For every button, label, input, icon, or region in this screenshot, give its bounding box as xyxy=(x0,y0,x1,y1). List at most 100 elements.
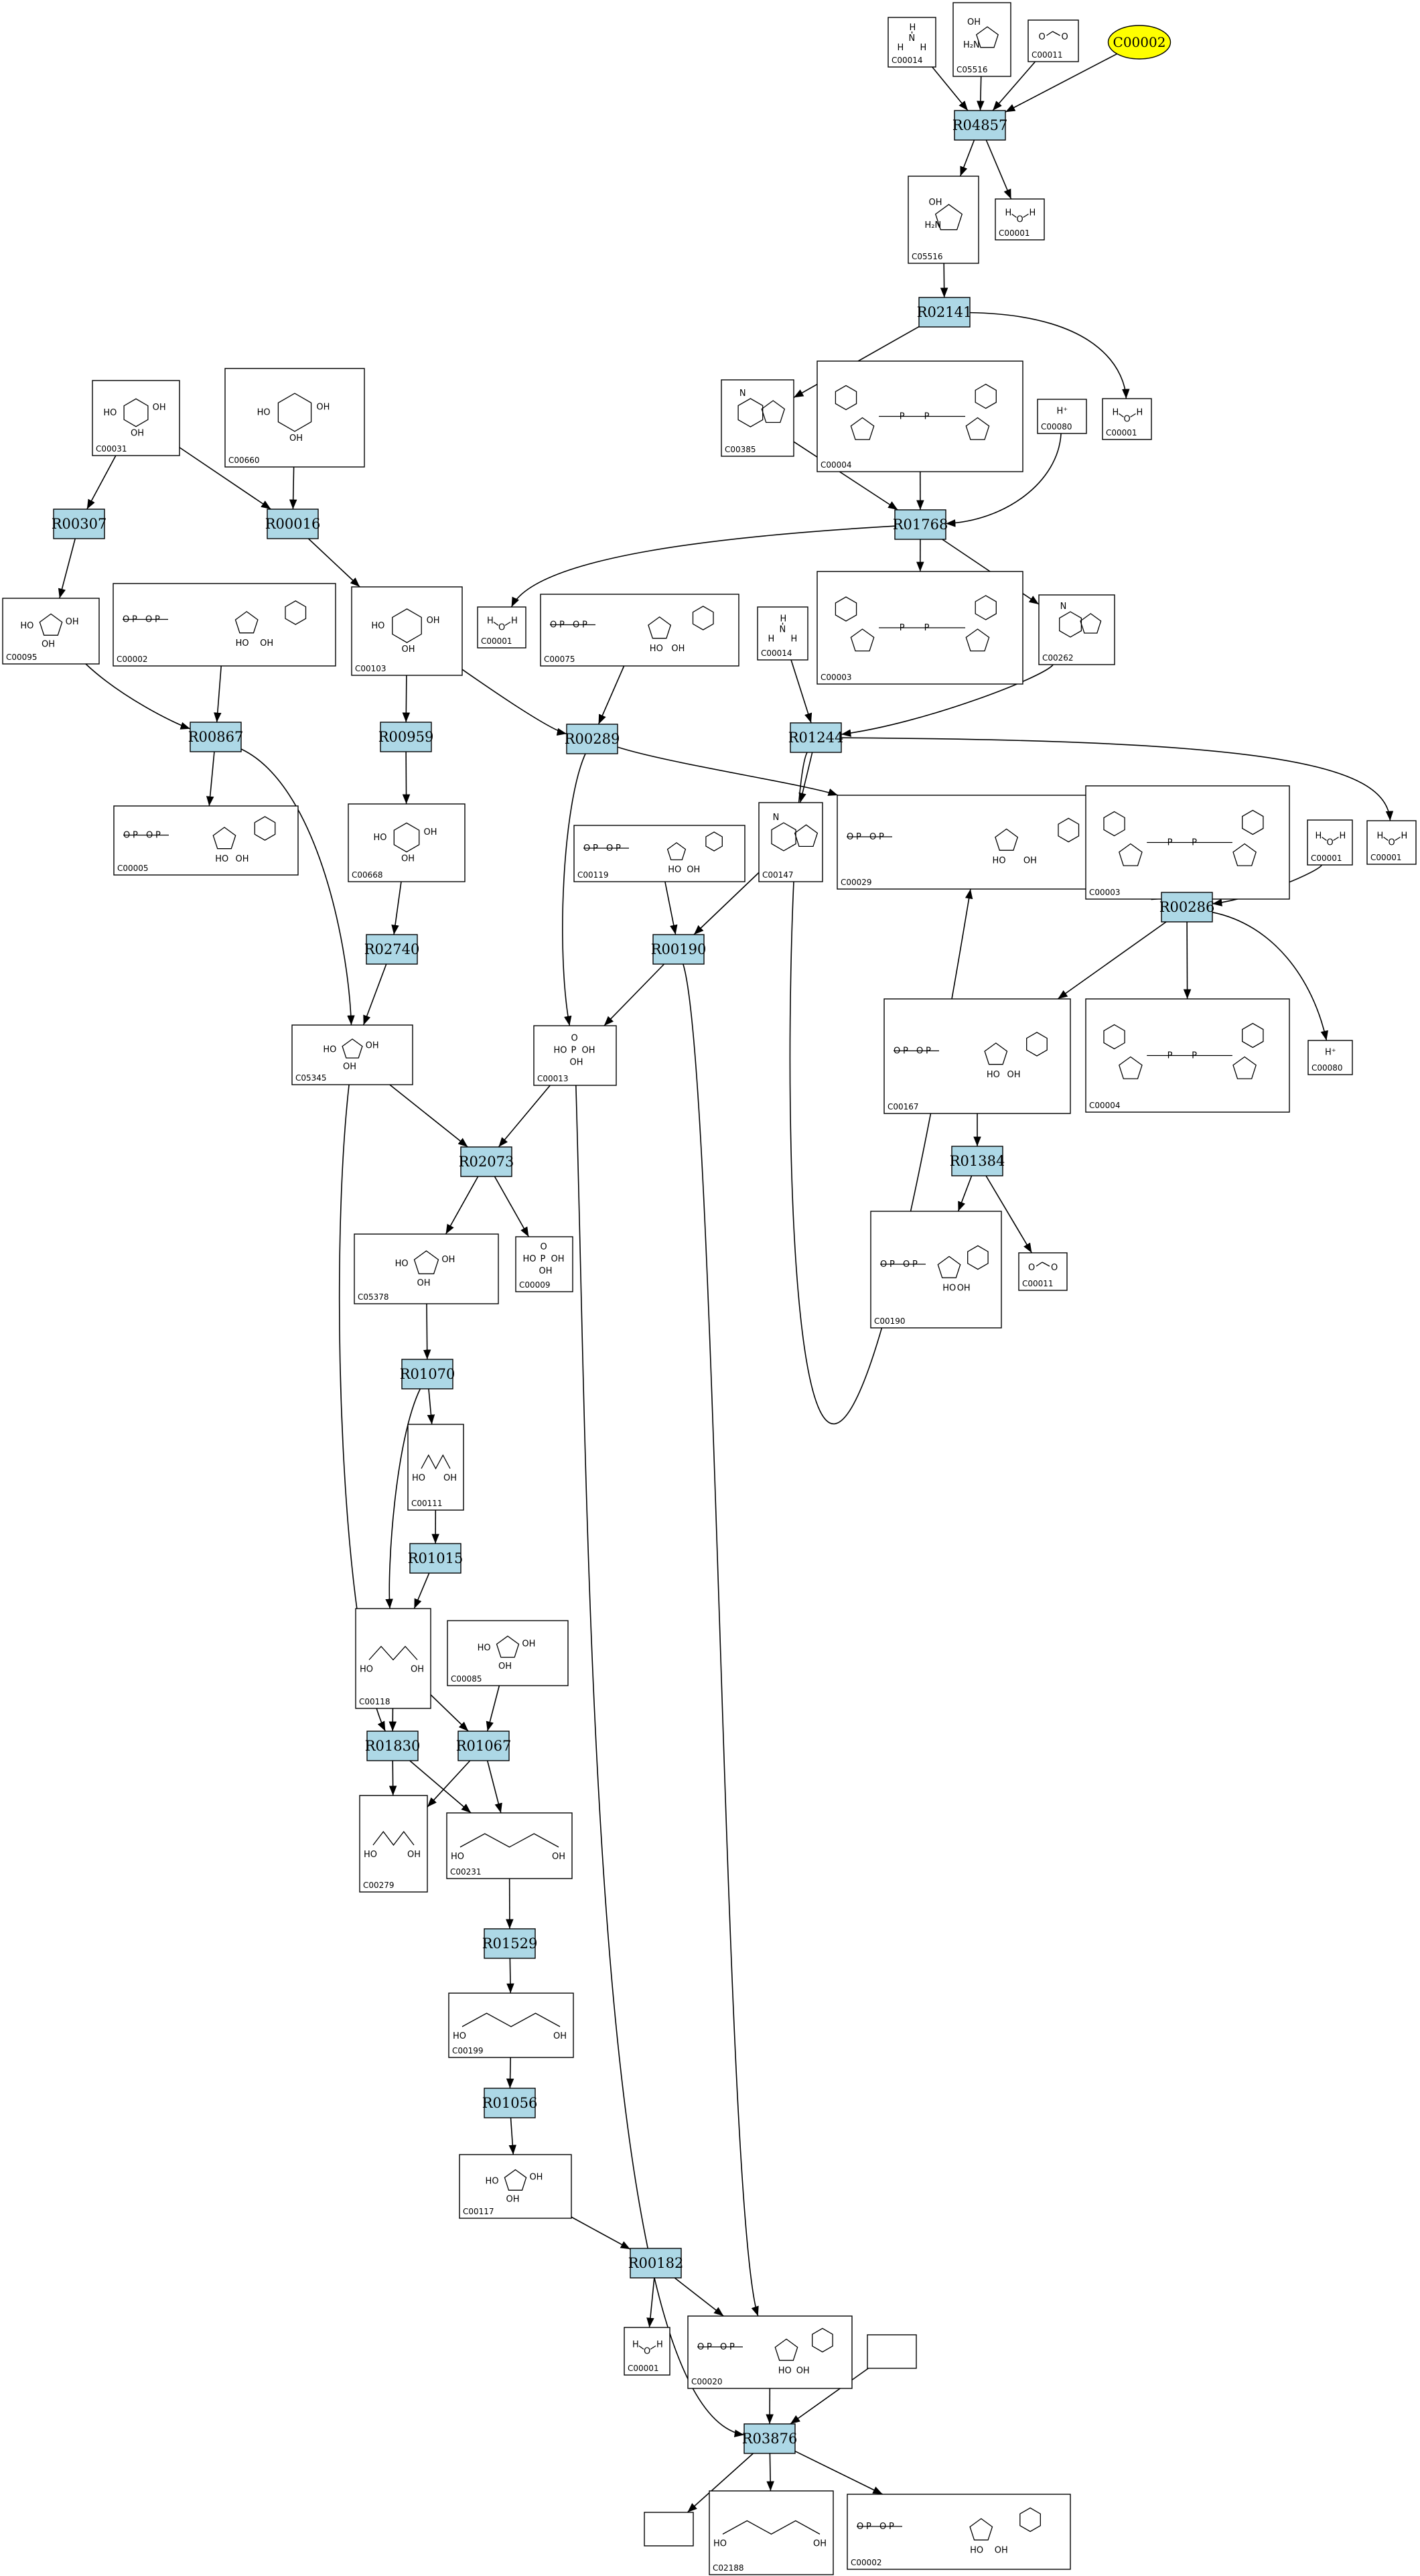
reaction-node[interactable]: R01529 xyxy=(482,1928,538,1959)
reaction-node[interactable]: R01244 xyxy=(788,722,844,753)
compound-label: C00199 xyxy=(452,2046,484,2055)
compound-node[interactable] xyxy=(867,2334,917,2369)
compound-box xyxy=(573,825,746,882)
reaction-node[interactable]: R00289 xyxy=(565,724,620,754)
svg-text:HO: HO xyxy=(20,621,33,631)
edge-n8-R01768 xyxy=(945,433,1062,527)
compound-label: C00111 xyxy=(411,1499,443,1508)
reaction-box xyxy=(652,934,705,965)
svg-text:O: O xyxy=(541,1242,547,1252)
reaction-node[interactable]: R00307 xyxy=(52,509,107,539)
compound-node[interactable]: H⁺C00080 xyxy=(1037,399,1087,434)
reaction-node[interactable]: R01384 xyxy=(950,1146,1005,1176)
svg-text:HO: HO xyxy=(942,1284,956,1294)
svg-text:OH: OH xyxy=(582,1046,595,1056)
reaction-box xyxy=(566,724,618,754)
reaction-node[interactable]: R02073 xyxy=(459,1146,514,1177)
reaction-node[interactable]: R01830 xyxy=(365,1731,421,1761)
reaction-node[interactable]: R00190 xyxy=(651,934,707,965)
reaction-node[interactable]: R01067 xyxy=(456,1731,512,1761)
svg-text:H: H xyxy=(1377,831,1384,841)
reaction-node[interactable]: R00286 xyxy=(1159,892,1215,923)
reaction-node[interactable]: R02141 xyxy=(917,297,973,328)
reaction-node[interactable]: R00182 xyxy=(628,2248,684,2279)
compound-label: C02188 xyxy=(713,2563,744,2573)
highlight-ellipse xyxy=(1107,25,1172,60)
compound-node[interactable]: H⁺C00080 xyxy=(1307,1040,1353,1075)
svg-text:OH: OH xyxy=(236,854,249,864)
compound-box xyxy=(709,2490,834,2575)
reaction-node[interactable]: R01070 xyxy=(400,1359,455,1389)
highlight-node[interactable]: C00002 xyxy=(1107,25,1172,60)
reaction-node[interactable]: R04857 xyxy=(952,110,1008,141)
reaction-node[interactable]: R03876 xyxy=(742,2423,798,2454)
svg-text:H: H xyxy=(780,614,787,624)
reaction-node[interactable]: R01056 xyxy=(482,2088,538,2118)
compound-box xyxy=(354,1233,499,1304)
svg-text:O: O xyxy=(644,2347,650,2357)
reaction-node[interactable]: R00016 xyxy=(265,509,321,539)
reaction-node[interactable]: R01015 xyxy=(408,1543,464,1574)
reaction-node[interactable]: R00959 xyxy=(378,722,434,752)
reaction-node[interactable]: R02740 xyxy=(364,934,420,965)
reaction-node[interactable]: R00867 xyxy=(188,722,244,752)
reaction-box xyxy=(790,722,842,753)
reaction-label: R01830 xyxy=(365,1738,421,1754)
compound-label: C00262 xyxy=(1042,653,1074,663)
compound-label: C00001 xyxy=(999,228,1030,238)
compound-box xyxy=(1038,594,1115,665)
reaction-node[interactable]: R01768 xyxy=(893,509,948,540)
compound-node[interactable] xyxy=(644,2512,694,2547)
